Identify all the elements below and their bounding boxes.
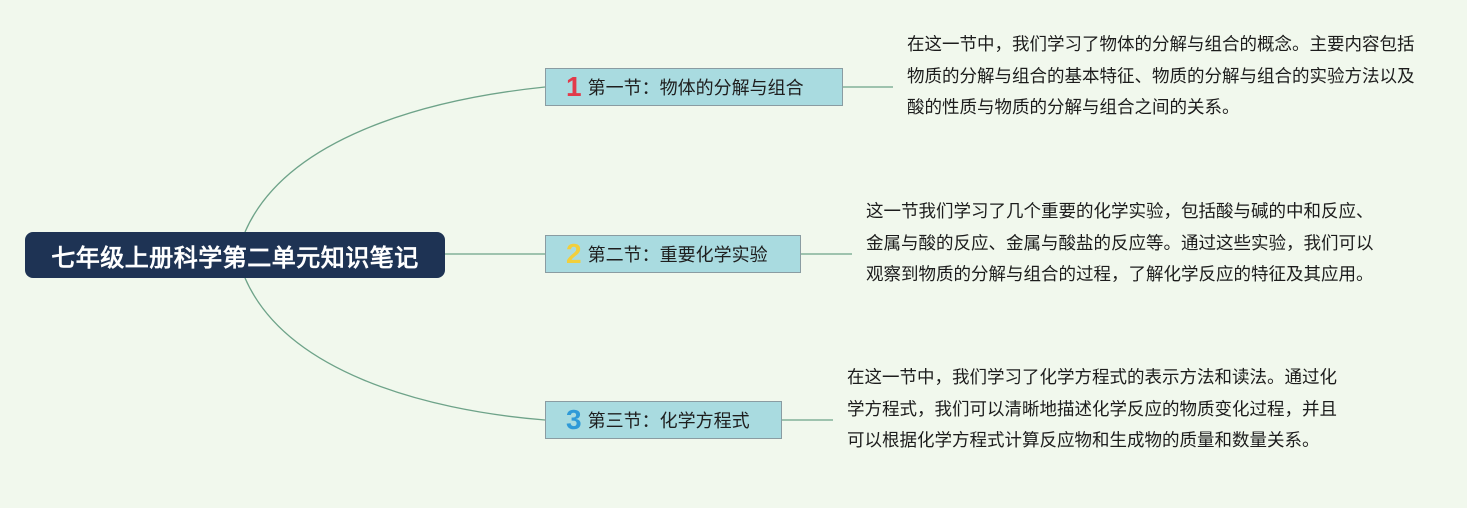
connector-root-to-branch-3 bbox=[244, 277, 546, 421]
branch-topic-label: 第一节：物体的分解与组合 bbox=[587, 78, 804, 99]
section-3-description: 在这一节中，我们学习了化学方程式的表示方法和读法。通过化学方程式，我们可以清晰地… bbox=[847, 368, 1337, 451]
branch-topic-label: 第三节：化学方程式 bbox=[587, 411, 750, 432]
section-number-3-badge: 3 bbox=[566, 404, 582, 435]
branch-topic-section-3[interactable]: 3 第三节：化学方程式 bbox=[545, 401, 782, 439]
root-topic-title: 七年级上册科学第二单元知识笔记 bbox=[51, 243, 419, 272]
connector-root-to-branch-1 bbox=[244, 86, 546, 233]
section-2-description: 这一节我们学习了几个重要的化学实验，包括酸与碱的中和反应、金属与酸的反应、金属与… bbox=[866, 202, 1374, 285]
section-1-description: 在这一节中，我们学习了物体的分解与组合的概念。主要内容包括物质的分解与组合的基本… bbox=[907, 35, 1415, 118]
branch-topic-section-2[interactable]: 2 第二节：重要化学实验 bbox=[545, 235, 801, 273]
branch-topic-section-1[interactable]: 1 第一节：物体的分解与组合 bbox=[545, 68, 843, 106]
root-topic[interactable]: 七年级上册科学第二单元知识笔记 bbox=[25, 232, 445, 278]
section-number-1-badge: 1 bbox=[566, 71, 582, 102]
section-number-2-badge: 2 bbox=[566, 238, 582, 269]
branch-topic-label: 第二节：重要化学实验 bbox=[587, 245, 768, 266]
